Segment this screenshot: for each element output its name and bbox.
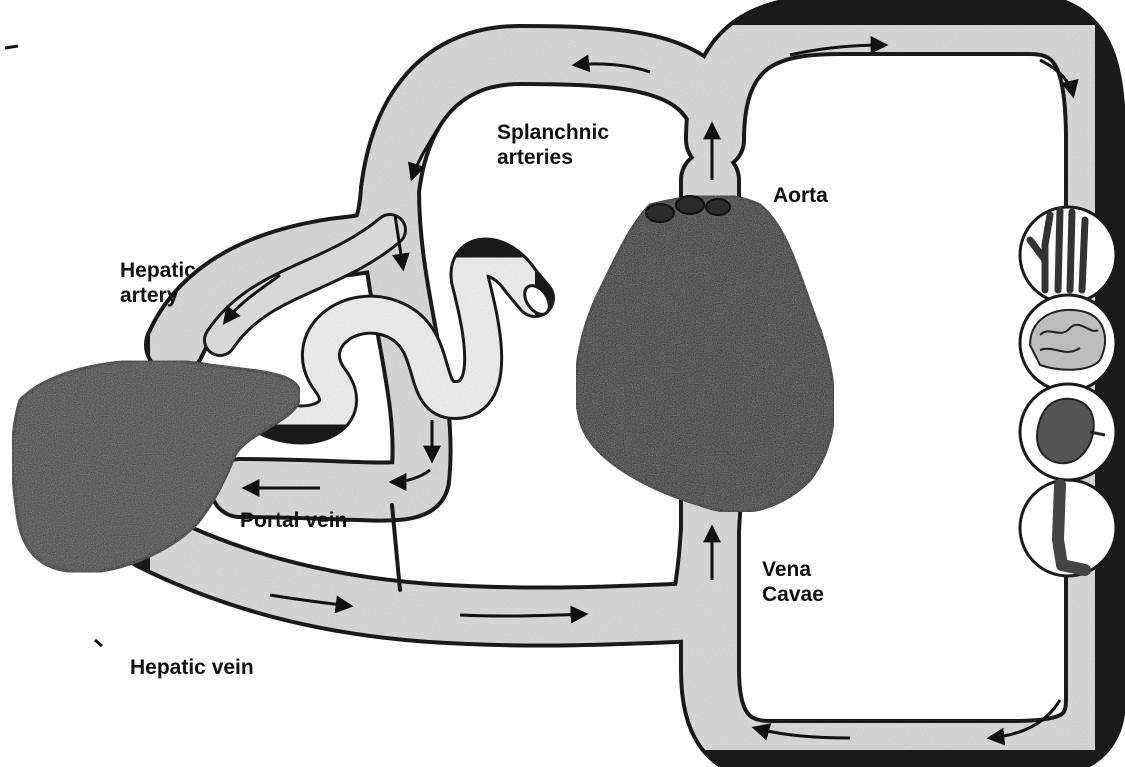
heart-vessel-top-2 xyxy=(676,196,704,214)
heart-vessel-top-3 xyxy=(706,199,730,215)
label-splanchnic-line-1: Splanchnic xyxy=(497,120,609,145)
heart xyxy=(576,196,834,512)
label-aorta: Aorta xyxy=(773,183,828,208)
label-splanchnic-arteries: Splanchnic arteries xyxy=(497,120,609,170)
stray-mark-hepatic-vein xyxy=(95,640,102,646)
label-hepatic-vein: Hepatic vein xyxy=(130,655,254,680)
stray-mark-top-left xyxy=(5,46,18,48)
label-portal-vein: Portal vein xyxy=(240,508,347,533)
label-vena-cavae-line-1: Vena xyxy=(762,557,824,582)
label-hepatic-artery-line-1: Hepatic xyxy=(120,258,196,283)
label-hepatic-artery: Hepatic artery xyxy=(120,258,196,308)
brain-icon xyxy=(1020,295,1116,391)
label-hepatic-artery-line-2: artery xyxy=(120,283,196,308)
leg-icon xyxy=(1020,480,1116,576)
kidney-icon xyxy=(1020,384,1116,480)
label-vena-cavae: Vena Cavae xyxy=(762,557,824,607)
label-splanchnic-line-2: arteries xyxy=(497,145,609,170)
label-vena-cavae-line-2: Cavae xyxy=(762,582,824,607)
heart-vessel-top-1 xyxy=(646,204,674,222)
hand-icon xyxy=(1020,207,1116,303)
